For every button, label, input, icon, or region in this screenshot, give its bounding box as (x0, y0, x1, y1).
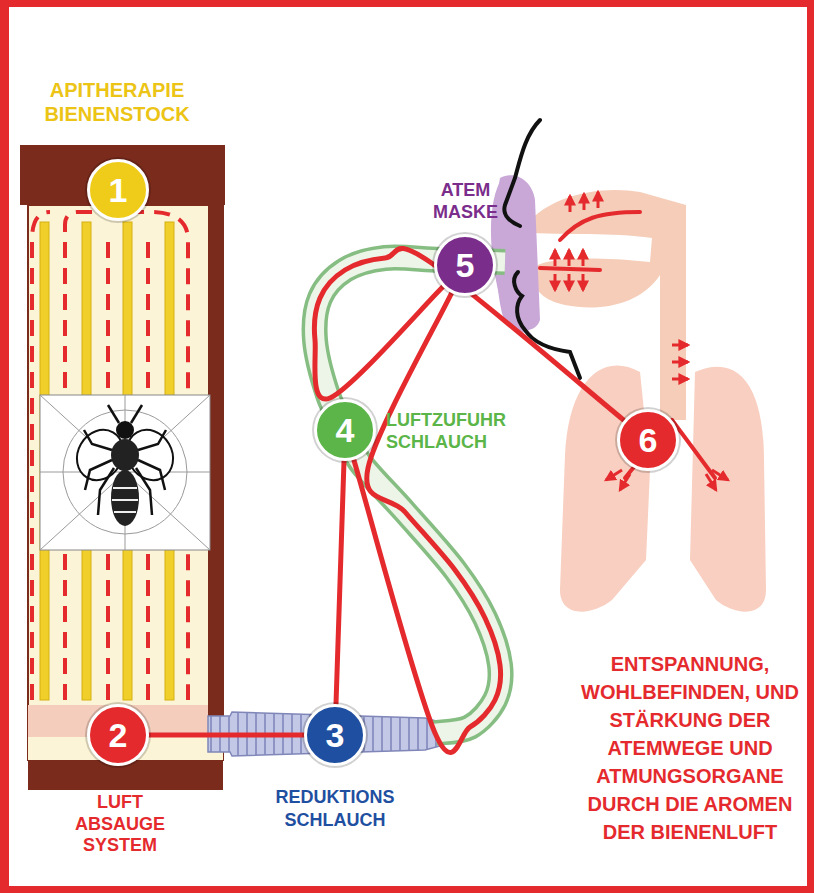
respiratory-organs (491, 120, 766, 612)
callout-circle: 2 (87, 704, 149, 766)
callout-circle: 6 (617, 409, 679, 471)
callout-circle: 4 (314, 399, 376, 461)
part-label: APITHERAPIE BIENENSTOCK (22, 78, 212, 126)
callout-circle: 5 (434, 234, 496, 296)
part-label: ATEM MASKE (418, 180, 513, 223)
airflow-line (314, 248, 624, 420)
beehive (20, 145, 225, 790)
callout-number: 4 (336, 413, 355, 447)
callout-number: 2 (109, 718, 128, 752)
callout-number: 3 (326, 718, 345, 752)
bee-figure (68, 405, 182, 526)
airflow-line (149, 733, 304, 738)
airflow-line (336, 461, 344, 704)
callout-number: 6 (639, 423, 658, 457)
airflow-line (354, 293, 501, 752)
callout-number: 1 (109, 173, 128, 207)
callout-number: 5 (456, 248, 475, 282)
callout-circle: 1 (87, 159, 149, 221)
callout-circle: 3 (304, 704, 366, 766)
benefit-text: ENTSPANNUNG, WOHLBEFINDEN, UND STÄRKUNG … (572, 650, 808, 846)
part-label: LUFT ABSAUGE SYSTEM (60, 792, 180, 857)
part-label: REDUKTIONS SCHLAUCH (250, 786, 420, 831)
part-label: LUFTZUFUHR SCHLAUCH (386, 410, 536, 453)
